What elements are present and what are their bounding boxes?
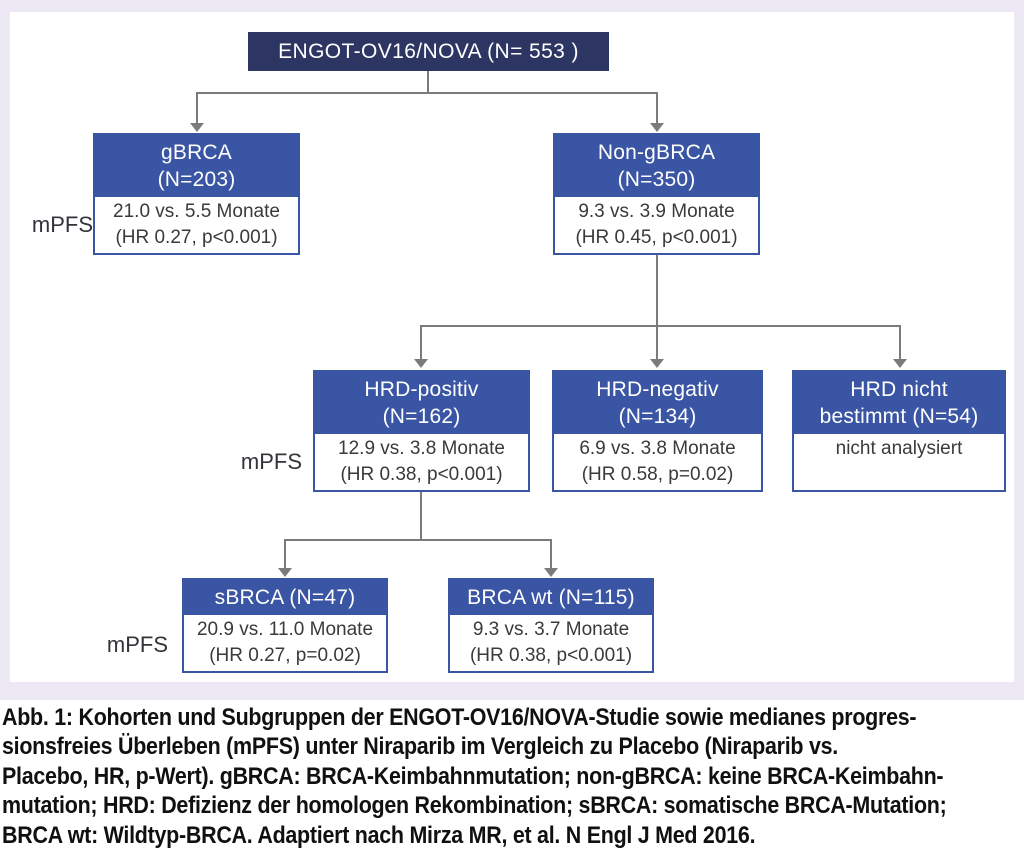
diagram-panel — [10, 12, 1014, 682]
figure-frame — [0, 0, 1024, 700]
figure-caption: Abb. 1: Kohorten und Subgruppen der ENGO… — [2, 704, 947, 849]
node-gbrca: gBRCA (N=203) 21.0 vs. 5.5 Monate (HR 0.… — [93, 133, 300, 255]
node-hrd-nicht-bestimmt-mpfs: nicht analysiert — [794, 434, 1004, 490]
arrowhead-gbrca — [190, 123, 204, 132]
node-brca-wt-mpfs: 9.3 vs. 3.7 Monate (HR 0.38, p<0.001) — [450, 615, 652, 671]
node-hrd-nicht-bestimmt: HRD nicht bestimmt (N=54) nicht analysie… — [792, 370, 1006, 492]
node-hrd-negativ: HRD-negativ (N=134) 6.9 vs. 3.8 Monate (… — [552, 370, 763, 492]
node-sbrca-mpfs: 20.9 vs. 11.0 Monate (HR 0.27, p=0.02) — [184, 615, 386, 671]
arrowhead-non-gbrca — [650, 123, 664, 132]
arrowhead-sbrca — [278, 568, 292, 577]
node-hrd-negativ-title: HRD-negativ (N=134) — [554, 372, 761, 434]
node-brca-wt: BRCA wt (N=115) 9.3 vs. 3.7 Monate (HR 0… — [448, 578, 654, 673]
node-gbrca-mpfs: 21.0 vs. 5.5 Monate (HR 0.27, p<0.001) — [95, 197, 298, 253]
node-non-gbrca: Non-gBRCA (N=350) 9.3 vs. 3.9 Monate (HR… — [553, 133, 760, 255]
arrowhead-brca-wt — [544, 568, 558, 577]
node-sbrca-title: sBRCA (N=47) — [184, 580, 386, 615]
node-sbrca: sBRCA (N=47) 20.9 vs. 11.0 Monate (HR 0.… — [182, 578, 388, 673]
arrowhead-hrd-negativ — [650, 359, 664, 368]
node-hrd-positiv-title: HRD-positiv (N=162) — [315, 372, 528, 434]
node-non-gbrca-mpfs: 9.3 vs. 3.9 Monate (HR 0.45, p<0.001) — [555, 197, 758, 253]
node-hrd-nicht-bestimmt-title: HRD nicht bestimmt (N=54) — [794, 372, 1004, 434]
node-gbrca-title: gBRCA (N=203) — [95, 135, 298, 197]
node-hrd-positiv: HRD-positiv (N=162) 12.9 vs. 3.8 Monate … — [313, 370, 530, 492]
node-hrd-negativ-mpfs: 6.9 vs. 3.8 Monate (HR 0.58, p=0.02) — [554, 434, 761, 490]
node-hrd-positiv-mpfs: 12.9 vs. 3.8 Monate (HR 0.38, p<0.001) — [315, 434, 528, 490]
arrowhead-hrd-nb — [893, 359, 907, 368]
root-node-label: ENGOT-OV16/NOVA (N= 553 ) — [278, 40, 579, 63]
node-non-gbrca-title: Non-gBRCA (N=350) — [555, 135, 758, 197]
mpfs-label-tier2: mPFS — [240, 449, 302, 474]
node-brca-wt-title: BRCA wt (N=115) — [450, 580, 652, 615]
arrowhead-hrd-positiv — [414, 359, 428, 368]
mpfs-label-tier1: mPFS — [31, 212, 93, 237]
node-engot-ov16-nova: ENGOT-OV16/NOVA (N= 553 ) — [248, 32, 609, 71]
mpfs-label-tier3: mPFS — [106, 632, 168, 657]
